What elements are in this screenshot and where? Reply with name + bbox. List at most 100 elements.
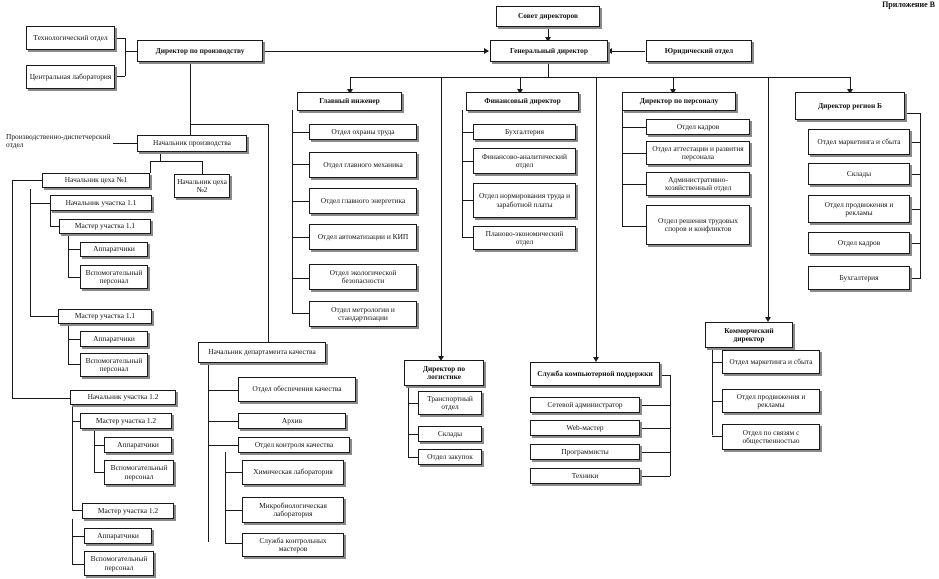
region-item: Отдел маркетинга и сбыта [808,129,910,155]
logistics-director-box: Директор по логистике [404,360,484,386]
logistics-item: Отдел закупок [418,449,482,465]
connector [225,452,226,544]
chief-engineer-item: Отдел охраны труда [309,124,417,140]
chem-lab-box: Химическая лаборатория [242,460,344,485]
connector [712,345,713,435]
connector [408,434,418,435]
connector [910,243,920,244]
dispatch-box: Производственно-диспетчерский отдел [6,131,111,149]
commercial-item: Отдел по связям с общественностью [722,424,820,450]
board-box: Совет директоров [496,6,600,27]
commercial-item: Отдел маркетинга и сбыта [722,350,820,374]
connector [462,237,473,238]
hr-director-box: Директор по персоналу [622,92,736,111]
chief-engineer-box: Главный инженер [297,92,402,111]
connector [72,564,84,565]
controllers-box: Служба контрольных мастеров [242,533,344,557]
commercial-item: Отдел продвижения и рекламы [722,389,820,413]
connector [905,113,920,114]
aux-staff-box: Вспомогательный персонал [80,353,148,377]
connector [50,226,59,227]
connector [292,132,309,133]
connector [125,38,126,76]
section-head-1-box: Начальник участка 1.1 [50,195,152,211]
aux-staff-box: Вспомогательный персонал [104,460,174,485]
quality-control-box: Отдел контроля качества [238,437,350,453]
connector [910,209,920,210]
connector [350,77,851,78]
central-lab-box: Центральная лаборатория [26,65,115,89]
connector [768,77,769,320]
connector [268,124,269,342]
prod-director-box: Директор по производству [137,40,263,62]
connector [548,27,549,41]
legal-box: Юридический отдел [646,40,752,62]
connector [68,339,80,340]
connector [910,278,920,279]
connector [408,403,418,404]
apparatchiki-box: Аппаратчики [104,437,172,453]
connector [408,385,409,457]
connector [12,180,13,398]
appendix-caption: Приложение В [882,0,935,9]
hr-item: Отдел аттестации и развития персонала [646,141,750,165]
apparatchiki-box: Аппаратчики [80,331,148,347]
it-item: Сетевой администратор [530,397,640,413]
connector [640,476,670,477]
connector [292,110,293,313]
it-service-box: Служба компьютерной поддержки [530,362,660,386]
connector [640,405,670,406]
section-head-2-box: Начальник участка 1.2 [70,390,176,405]
connector [622,110,623,226]
it-item: Техники [530,468,640,484]
connector [94,429,95,473]
connector [190,124,268,125]
connector [622,153,646,154]
connector [920,113,921,279]
connector [712,362,722,363]
connector [673,77,674,92]
connector [115,38,125,39]
finance-item: Планово-экономический отдел [473,226,576,250]
it-item: Web-мастер [530,420,640,436]
arrow-head [438,356,444,361]
connector [910,142,920,143]
connector [596,77,597,360]
connector [72,405,73,511]
arrow-head [517,89,523,94]
finance-item: Отдел нормирования труда и заработной пл… [473,183,576,218]
connector [292,313,309,314]
region-item: Отдел продвижения и рекламы [808,195,910,223]
connector [72,536,84,537]
connector [670,375,671,476]
shop2-box: Начальник цеха №2 [174,174,230,198]
connector [150,161,151,173]
connector [622,127,646,128]
finance-item: Бухгалтерия [473,124,576,140]
connector [441,77,442,359]
arrow-head [484,48,489,54]
connector [520,77,521,92]
aux-staff-box: Вспомогательный персонал [80,265,148,289]
aux-staff-box: Вспомогательный персонал [84,551,154,576]
connector [113,143,137,144]
chief-engineer-item: Отдел главного энергетика [309,188,417,214]
connector [548,62,549,77]
connector [68,249,80,250]
arrow-head [607,48,612,54]
connector [12,398,70,399]
region-director-box: Директор регион Б [795,92,905,120]
connector [160,152,161,161]
connector [30,189,31,317]
connector [610,51,645,52]
connector [263,51,488,52]
shop1-box: Начальник цеха №1 [42,173,150,188]
arrow-head [593,357,599,362]
connector [910,174,920,175]
ceo-box: Генеральный директор [490,40,608,62]
connector [712,401,722,402]
region-item: Бухгалтерия [808,266,910,290]
connector [208,445,238,446]
connector [72,519,73,564]
